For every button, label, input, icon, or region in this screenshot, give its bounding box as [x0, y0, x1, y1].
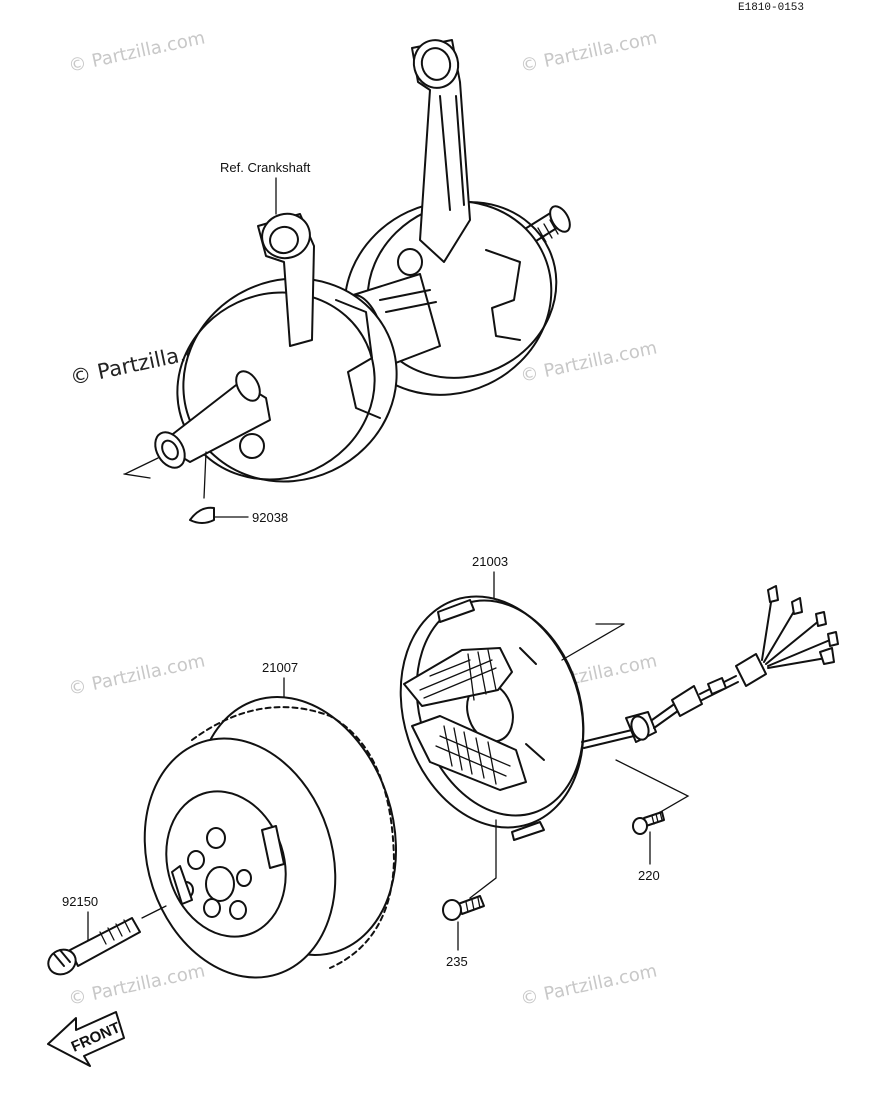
screw-235 [442, 819, 497, 951]
watermark: © Partzilla.com [67, 27, 207, 76]
watermark: © Partzilla.com [67, 650, 207, 699]
front-direction-arrow: FRONT [47, 1011, 125, 1067]
ref-crankshaft-label: Ref. Crankshaft [220, 160, 311, 175]
flywheel-rotor [143, 696, 397, 979]
part-label-21007: 21007 [262, 660, 298, 675]
part-label-220: 220 [638, 868, 660, 883]
watermark: © Partzilla.com [67, 960, 207, 1009]
watermark: © Partzilla.com [519, 960, 659, 1009]
woodruff-key [189, 506, 249, 524]
watermark: © Partzilla.com [519, 337, 659, 386]
watermark: © Partzilla.com [519, 27, 659, 76]
drawing-code: E1810-0153 [738, 2, 804, 14]
part-label-92038: 92038 [252, 510, 288, 525]
flywheel-bolt [47, 905, 167, 976]
part-label-92150: 92150 [62, 894, 98, 909]
screw-220 [615, 759, 690, 865]
stator-assembly [399, 595, 585, 841]
crankshaft-assembly [123, 39, 571, 499]
part-label-21003: 21003 [472, 554, 508, 569]
stator-wiring-harness [561, 585, 839, 749]
part-label-235: 235 [446, 954, 468, 969]
